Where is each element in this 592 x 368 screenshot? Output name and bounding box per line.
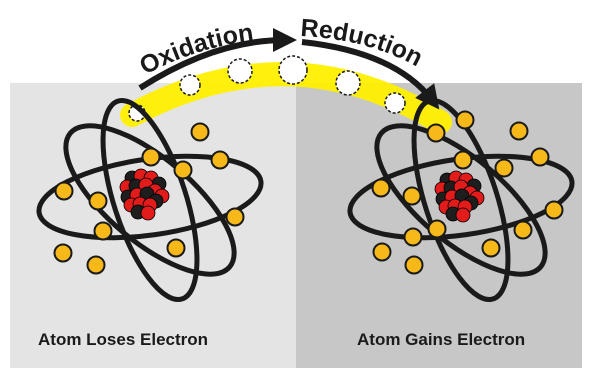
trail-electron-5 — [335, 70, 361, 96]
trail-electron-4 — [278, 55, 308, 85]
electron — [166, 238, 186, 258]
electron — [93, 221, 113, 241]
reduction-label: Reduction — [300, 14, 428, 72]
left-atom — [36, 97, 264, 303]
electron — [190, 122, 210, 142]
electron — [371, 178, 391, 198]
proton — [455, 207, 471, 223]
right-atom — [347, 97, 575, 303]
electron — [225, 207, 245, 227]
electron — [210, 150, 230, 170]
electron — [509, 121, 529, 141]
oxidation-arrow — [138, 28, 297, 91]
electron — [455, 110, 475, 130]
electron-trail — [128, 55, 406, 122]
left-panel — [10, 83, 296, 368]
electron — [453, 150, 473, 170]
electron — [403, 227, 423, 247]
electron — [404, 255, 424, 275]
electron — [88, 191, 108, 211]
right-electrons — [371, 110, 564, 275]
electron — [544, 200, 564, 220]
left-orbit-vertical — [100, 97, 200, 303]
electron — [427, 219, 447, 239]
electron — [513, 220, 533, 240]
electron — [481, 238, 501, 258]
right-orbit-vertical — [411, 97, 511, 303]
electron — [54, 181, 74, 201]
right-nucleus — [434, 170, 485, 223]
left-nucleus — [119, 168, 170, 221]
electron — [53, 243, 73, 263]
trail-electron-3 — [227, 58, 253, 84]
electron — [141, 147, 161, 167]
electron — [530, 147, 550, 167]
trail-electron-2 — [179, 74, 201, 96]
trail-electron-6 — [384, 92, 406, 114]
left-atom-caption: Atom Loses Electron — [38, 330, 209, 349]
electron — [173, 160, 193, 180]
reduction-arrow — [301, 39, 440, 110]
right-atom-caption: Atom Gains Electron — [357, 330, 526, 349]
electron — [494, 158, 514, 178]
proton — [140, 205, 156, 221]
electron — [372, 242, 392, 262]
left-electrons — [53, 122, 245, 275]
electron — [86, 255, 106, 275]
electron — [426, 123, 446, 143]
electron — [402, 186, 422, 206]
